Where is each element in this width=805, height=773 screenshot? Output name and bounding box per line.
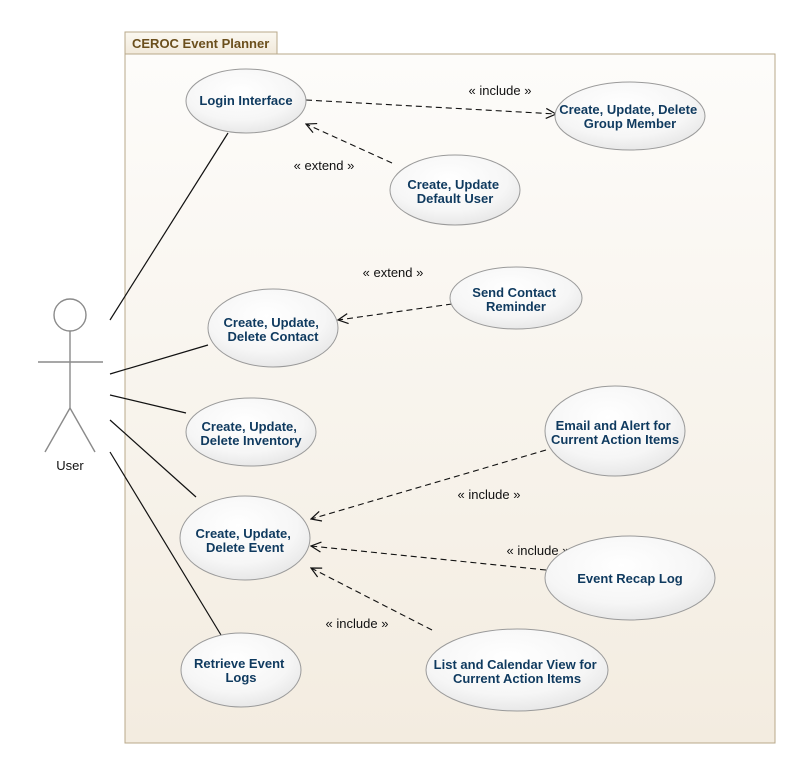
assoc-event <box>109 419 197 498</box>
actor-label: User <box>56 458 84 473</box>
label-email-include-event: « include » <box>458 487 521 502</box>
use-case-group-member[interactable]: Create, Update, Delete Group Member <box>554 81 706 151</box>
use-case-label: Create, Update, <box>202 419 297 434</box>
label-login-include-group: « include » <box>469 83 532 98</box>
relation-labels: « include » « extend » « extend » « incl… <box>294 83 570 631</box>
svg-text:Event Recap Log: Event Recap Log <box>577 571 683 586</box>
assoc-contact <box>109 344 209 375</box>
use-case-label: Create, Update, Delete <box>559 102 697 117</box>
use-case-retrieve-logs[interactable]: Retrieve Event Logs <box>180 632 302 708</box>
actor-user[interactable]: User <box>38 298 103 473</box>
use-case-event[interactable]: Create, Update, Delete Event <box>179 495 311 581</box>
system-title: CEROC Event Planner <box>132 36 269 51</box>
use-case-label: Delete Event <box>206 540 285 555</box>
dependencies <box>305 99 556 631</box>
svg-text:Create, Update, Delete E: Create, Update, Delete Event <box>196 526 295 555</box>
use-case-label: Send Contact <box>472 285 556 300</box>
dep-login-include-group <box>305 99 556 114</box>
use-case-label: Retrieve Event <box>194 656 285 671</box>
use-case-label: Delete Contact <box>227 329 319 344</box>
use-case-send-reminder[interactable]: Send Contact Reminder <box>449 266 583 330</box>
actor-right-leg <box>69 407 96 453</box>
label-reminder-extend-contact: « extend » <box>363 265 424 280</box>
use-case-label: Default User <box>417 191 494 206</box>
svg-text:Send Contact Reminder: Send Contact Reminder <box>472 285 559 314</box>
label-default-extend-login: « extend » <box>294 158 355 173</box>
svg-text:Create, Update, Delete G: Create, Update, Delete Group Member <box>559 102 701 131</box>
dep-list-include-event <box>311 568 433 631</box>
use-case-list-calendar[interactable]: List and Calendar View for Current Actio… <box>425 628 609 712</box>
use-case-label: List and Calendar View for <box>434 657 597 672</box>
use-case-contact[interactable]: Create, Update, Delete Contact <box>207 288 339 368</box>
use-case-label: Create, Update <box>407 177 499 192</box>
use-case-label: Delete Inventory <box>200 433 302 448</box>
use-case-recap-log[interactable]: Event Recap Log <box>544 535 716 621</box>
associations <box>109 132 229 636</box>
use-case-login[interactable]: Login Interface <box>185 68 307 134</box>
svg-text:Create, Update, Delete I: Create, Update, Delete Inventory <box>200 419 302 448</box>
dep-email-include-event <box>311 449 547 519</box>
svg-text:Create, Update, Delete C: Create, Update, Delete Contact <box>224 315 323 344</box>
assoc-inventory <box>109 394 187 414</box>
dep-default-extend-login <box>306 124 393 164</box>
use-case-label: Create, Update, <box>224 315 319 330</box>
use-case-label: Current Action Items <box>551 432 679 447</box>
dep-reminder-extend-contact <box>338 303 453 320</box>
use-case-email-alert[interactable]: Email and Alert for Current Action Items <box>544 385 686 477</box>
svg-text:Retrieve Event Logs: Retrieve Event Logs <box>194 656 288 685</box>
svg-text:Login Interface: Login Interface <box>199 93 292 108</box>
label-list-include-event: « include » <box>326 616 389 631</box>
assoc-retrieve-logs <box>109 451 222 636</box>
use-case-label: Current Action Items <box>453 671 581 686</box>
assoc-login <box>109 132 229 321</box>
label-recap-include-event: « include » <box>507 543 570 558</box>
use-case-label: Event Recap Log <box>577 571 683 586</box>
use-case-label: Create, Update, <box>196 526 291 541</box>
use-case-label: Reminder <box>486 299 546 314</box>
use-case-default-user[interactable]: Create, Update Default User <box>389 154 521 226</box>
actor-left-leg <box>44 407 71 453</box>
svg-text:List and Calendar View for: List and Calendar View for Current Actio… <box>434 657 601 686</box>
use-case-label: Group Member <box>584 116 676 131</box>
use-case-inventory[interactable]: Create, Update, Delete Inventory <box>185 397 317 467</box>
svg-text:Create, Update Default U: Create, Update Default User <box>407 177 502 206</box>
use-case-label: Logs <box>225 670 256 685</box>
svg-text:Email and Alert for Curr: Email and Alert for Current Action Items <box>551 418 679 447</box>
actor-head <box>53 298 87 332</box>
use-case-label: Email and Alert for <box>556 418 671 433</box>
use-case-label: Login Interface <box>199 93 292 108</box>
